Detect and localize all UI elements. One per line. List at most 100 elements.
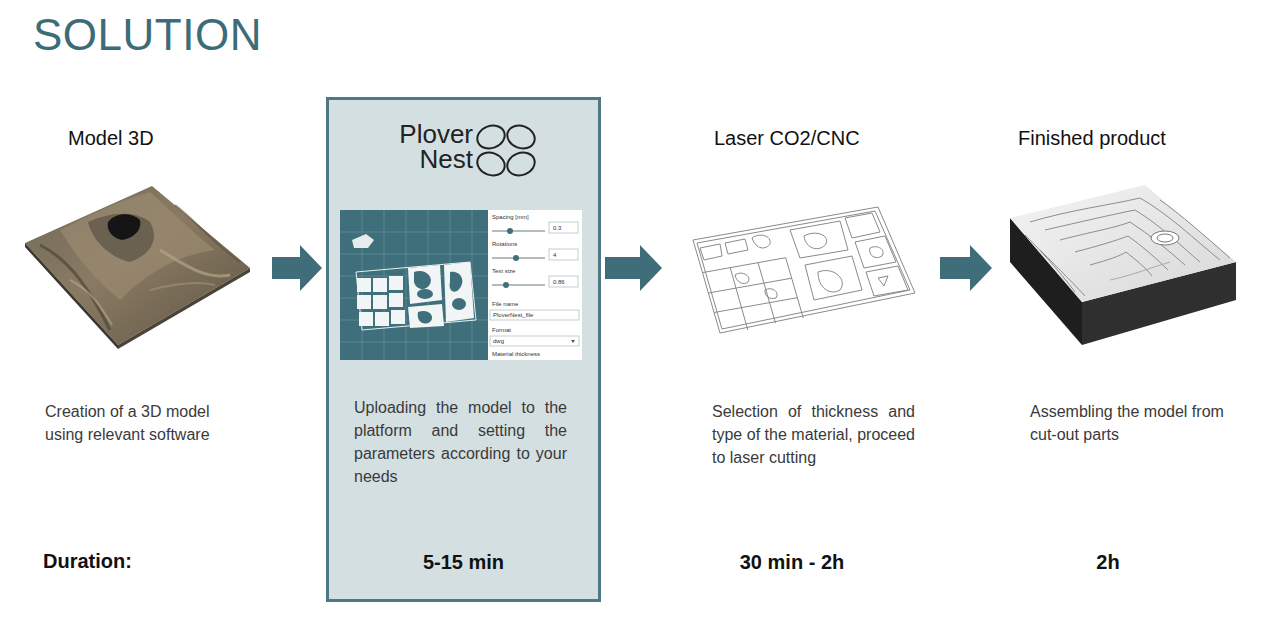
ui-field-label: Text size (492, 267, 515, 275)
cut-sheet-part (790, 221, 848, 258)
app-screenshot-part (340, 210, 488, 360)
app-screenshot-part (492, 231, 545, 285)
cut-sheet-part (708, 278, 791, 293)
app-screenshot-part-part (450, 272, 463, 292)
step-description: Creation of a 3D model using relevant so… (45, 400, 250, 446)
ui-field-label: Material thickness (492, 350, 540, 358)
app-screenshot-part-part (375, 312, 389, 326)
flow-arrow (940, 245, 992, 291)
step-description: Uploading the model to the platform and … (354, 396, 567, 488)
app-screenshot-part-part (507, 228, 513, 234)
step-column: Model 3D Creation of a 3D model using rel… (18, 118, 268, 588)
terrain-model-part (150, 283, 215, 290)
finished-model-part (1010, 185, 1236, 302)
step-title: Finished product (1018, 126, 1218, 150)
cut-sheet-part (758, 263, 776, 324)
finished-model-part (1110, 262, 1170, 280)
app-screenshot-part-part (408, 265, 442, 304)
finished-model-part (1151, 231, 1179, 245)
step-title: Model 3D (68, 126, 248, 150)
page-title: SOLUTION (33, 10, 262, 60)
app-screenshot-part-part (408, 304, 444, 328)
step-title: Laser CO2/CNC (714, 126, 914, 150)
duration-heading: Duration: (43, 550, 132, 572)
logo-text: Plover Nest (381, 122, 473, 172)
finished-model-part-part (1030, 198, 1220, 260)
platform-panel: Plover NestUploading the model to the pl… (326, 97, 601, 602)
app-screenshot-part (357, 262, 474, 328)
app-screenshot-part-part (373, 295, 387, 309)
app-screenshot-part-part (549, 249, 578, 260)
terrain-model-part (108, 214, 141, 240)
flow-arrow (605, 245, 662, 291)
app-screenshot (340, 210, 582, 360)
app-screenshot-part-part (490, 310, 579, 320)
finished-model-part-part (1090, 252, 1152, 276)
finished-model-part-part (1060, 222, 1185, 265)
step-description: Assembling the model from cut-out parts (1030, 400, 1226, 446)
app-screenshot-part (352, 234, 374, 248)
panel-fill (326, 97, 601, 602)
ui-field-label: Rotations (492, 240, 517, 248)
app-screenshot-part-part (490, 336, 579, 346)
step-column: Finished productAssembling the model fro… (996, 118, 1236, 588)
app-screenshot-part-part (444, 262, 474, 322)
app-screenshot-part-part (357, 295, 371, 309)
app-screenshot-part-part (340, 342, 488, 343)
cut-sheet-part (804, 233, 827, 248)
app-screenshot-part (571, 340, 575, 343)
ui-field-value: 0.86 (553, 278, 565, 286)
cut-sheet (693, 207, 915, 333)
logo-petals (474, 122, 538, 179)
cut-sheet-part (735, 273, 749, 283)
app-screenshot-part-part (452, 298, 466, 310)
app-screenshot-part-part (492, 284, 545, 286)
ui-field-value: dwg (493, 337, 504, 345)
cut-sheet-part (752, 235, 770, 248)
app-screenshot-part (356, 262, 476, 330)
cut-sheet-part (805, 256, 862, 300)
step-duration: 30 min - 2h (666, 550, 918, 574)
step-description: Selection of thickness and type of the m… (712, 400, 915, 469)
ui-field-value: 4 (553, 251, 556, 259)
cut-sheet-part (878, 276, 888, 286)
terrain-model-part (160, 250, 230, 276)
cut-sheet-part (725, 239, 748, 254)
finished-model-part (1025, 198, 1230, 296)
finished-model-part-part (1160, 200, 1230, 258)
finished-model (1010, 185, 1236, 345)
app-screenshot-part-part (340, 232, 488, 233)
terrain-model-part (88, 214, 154, 262)
app-screenshot-part-part (391, 310, 405, 324)
app-screenshot-part-part (373, 278, 387, 292)
logo-petals-part (474, 122, 508, 152)
step-column: Laser CO2/CNC Selection of thickness and … (666, 118, 936, 588)
cut-sheet-part (866, 266, 908, 296)
app-screenshot-part-part (389, 293, 403, 307)
logo-petals-part (504, 122, 538, 152)
terrain-model-part (25, 186, 250, 345)
terrain-model-part (40, 245, 110, 330)
terrain-model-part (175, 205, 240, 262)
finished-model-part-part (1025, 235, 1075, 292)
app-screenshot-part-part (414, 271, 431, 289)
ui-field-value: PloverNest_file (493, 311, 533, 319)
app-screenshot-part (340, 210, 488, 360)
app-screenshot-part-part (340, 254, 488, 255)
app-screenshot-part-part (513, 255, 519, 261)
cut-sheet-part (855, 236, 896, 268)
app-screenshot-part-part (492, 230, 545, 232)
finished-model-part (1157, 234, 1173, 242)
flow-arrow (272, 245, 322, 291)
app-screenshot-part (490, 222, 579, 346)
finished-model-part-part (1040, 250, 1085, 296)
app-screenshot-part-part (389, 276, 403, 290)
cut-sheet-part (870, 247, 883, 258)
app-screenshot-part-part (417, 289, 433, 299)
app-screenshot-part (414, 271, 466, 324)
cut-sheet-part (697, 211, 910, 329)
ui-field-label: Spacing [mm] (492, 213, 529, 221)
